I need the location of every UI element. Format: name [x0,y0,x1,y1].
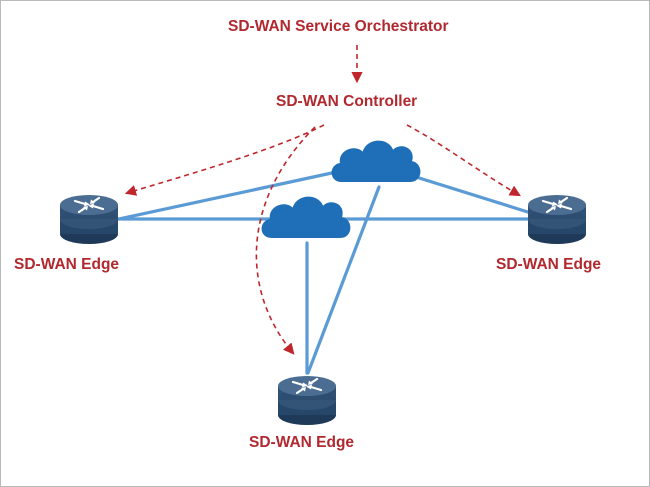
edge-bottom-label: SD-WAN Edge [249,434,355,451]
edge-left-label: SD-WAN Edge [14,256,120,273]
router-icon [58,193,120,246]
link-left-edge-to-upper-cloud [117,169,343,221]
cloud-icon [331,140,421,182]
arrow-controller-to-left-edge [124,124,325,196]
edge-right-label: SD-WAN Edge [496,256,602,273]
link-upper-cloud-to-right-edge [414,175,533,215]
arrow-controller-to-right-edge [406,124,521,197]
control-arrows [124,45,521,355]
orchestrator-label: SD-WAN Service Orchestrator [228,18,449,35]
cloud-icon [261,196,351,238]
wan-links [117,169,533,375]
router-icon [526,193,588,246]
controller-label: SD-WAN Controller [276,93,418,110]
arrow-controller-to-bottom-edge [255,126,316,355]
router-icon [276,374,338,427]
link-upper-cloud-to-bottom-edge [306,185,381,375]
